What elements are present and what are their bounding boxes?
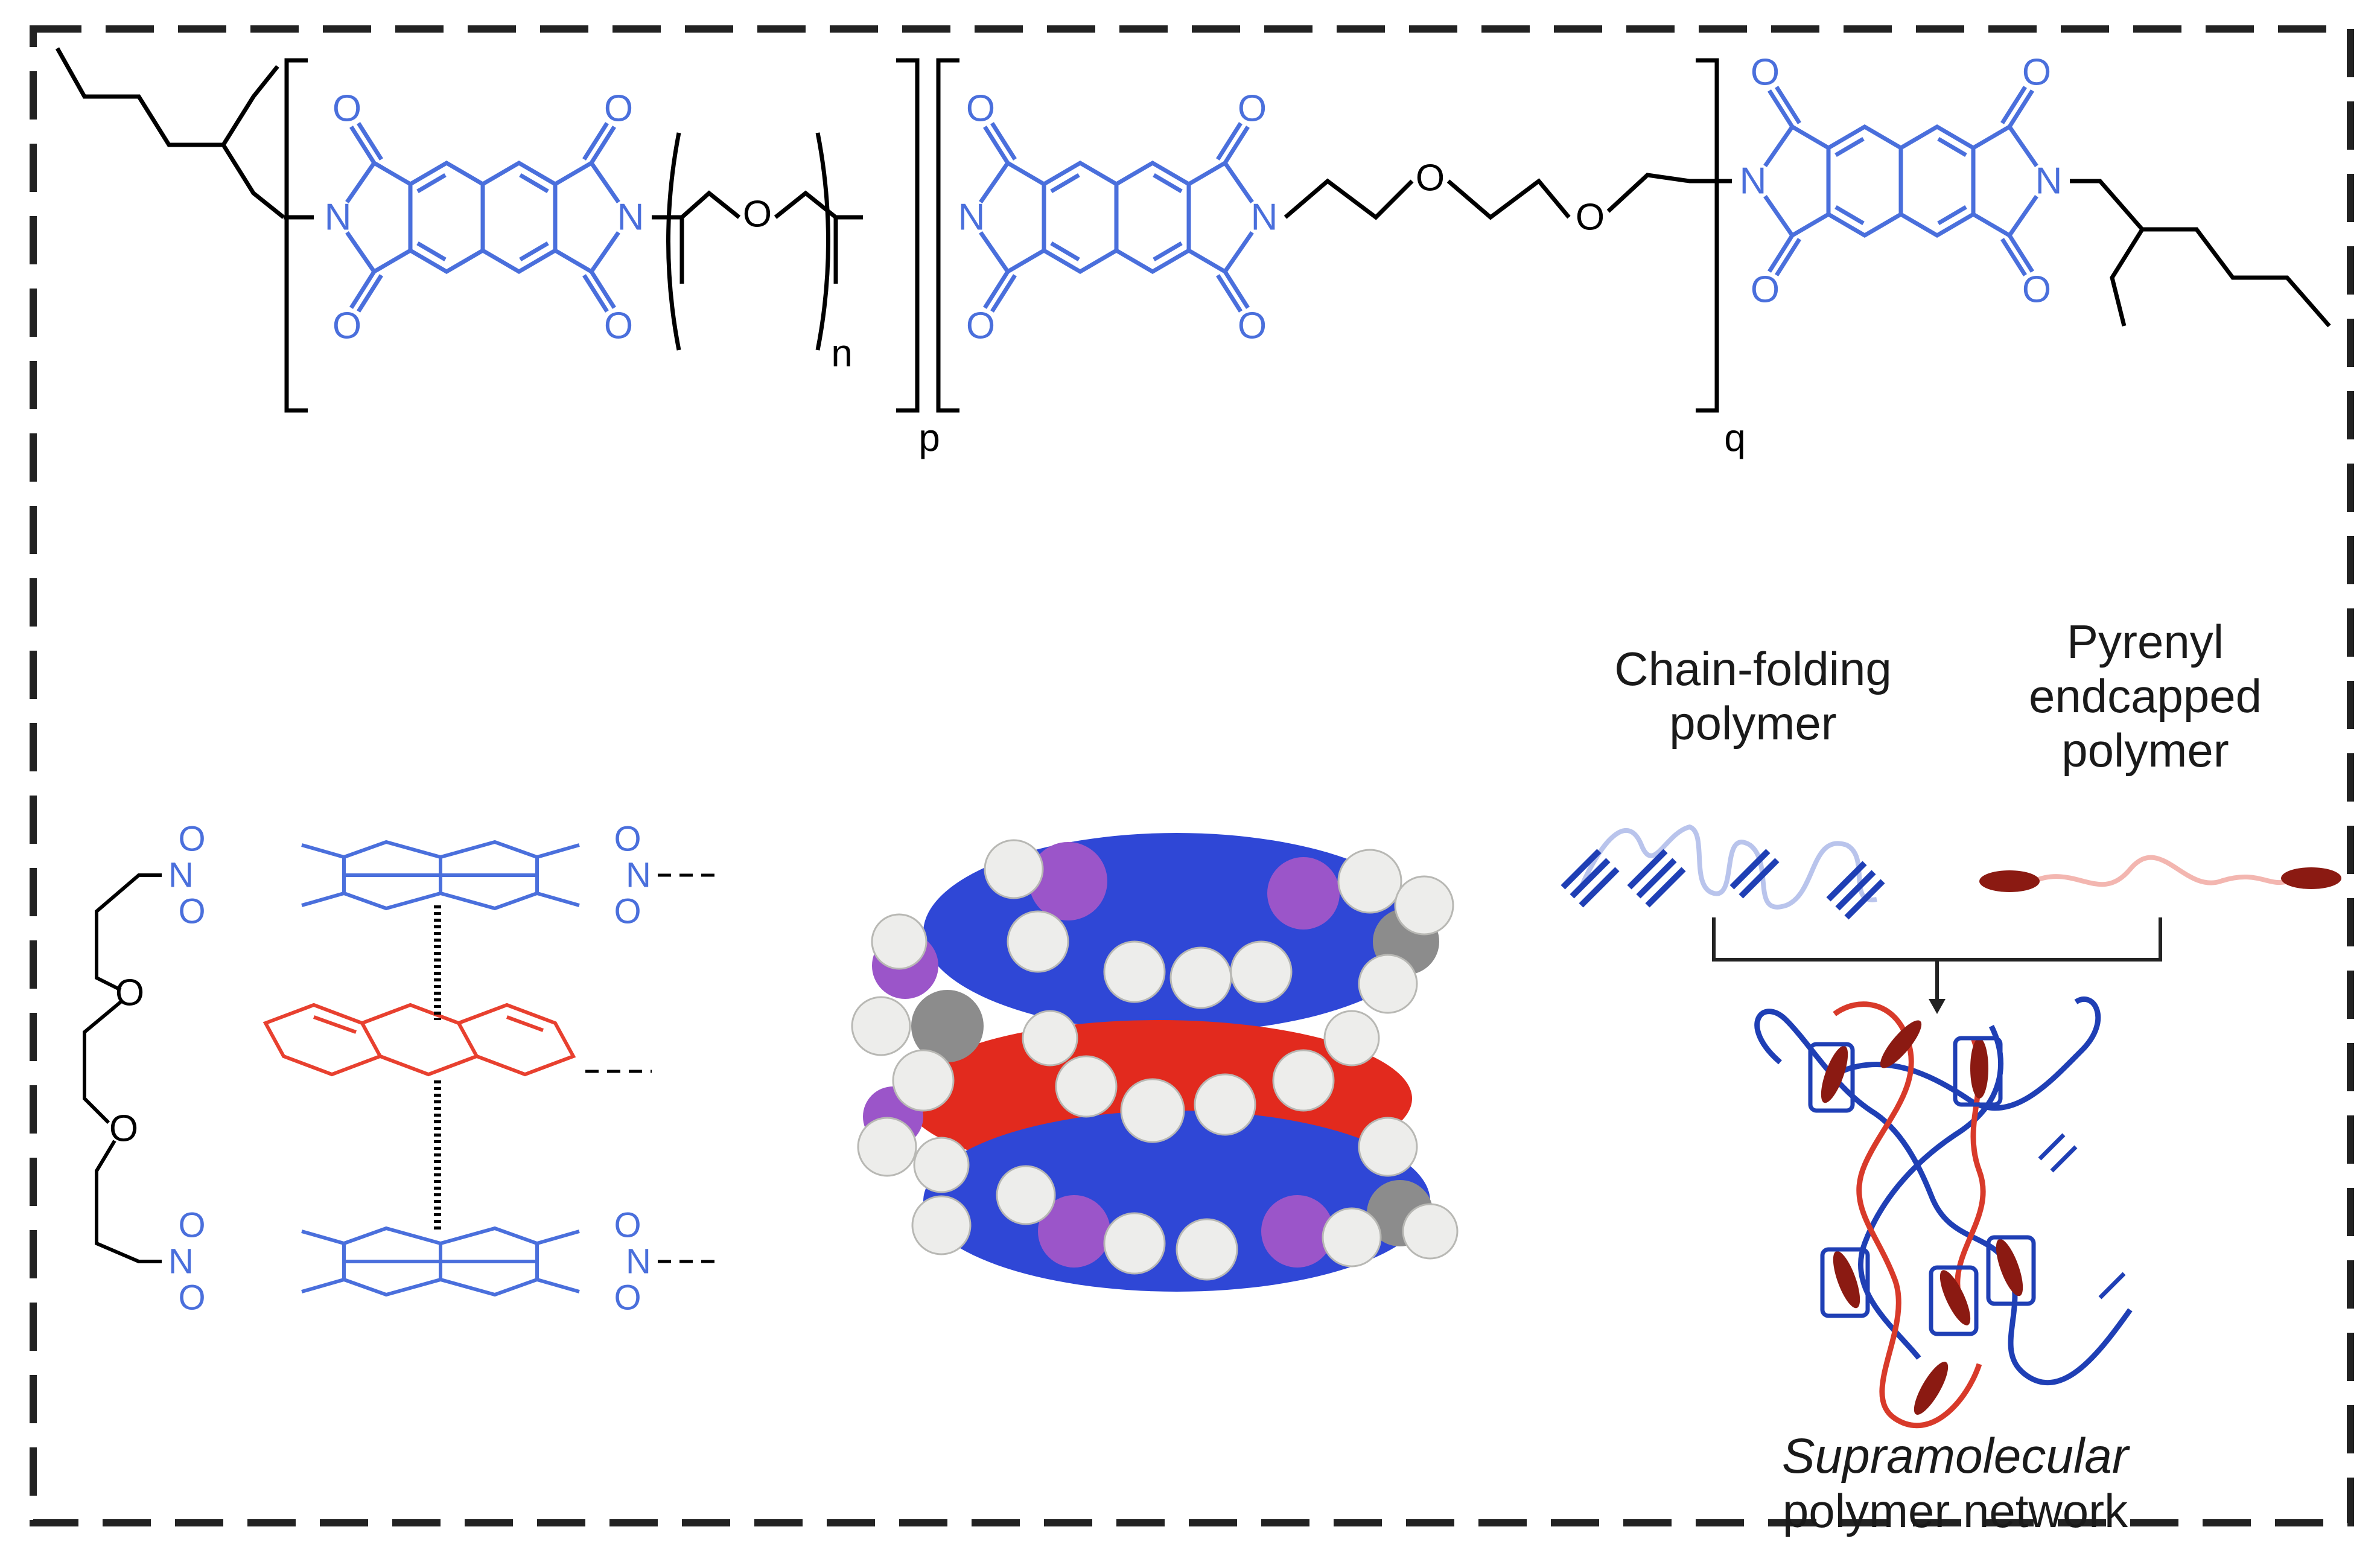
loop-oxygen-1: O	[115, 972, 144, 1014]
ndi2-o3: O	[1238, 88, 1267, 130]
network-schematic: Chain-folding polymer Pyrenyl endcapped …	[1561, 615, 2341, 1537]
linker-oxygen-2: O	[1576, 197, 1605, 238]
lower-left-o1: O	[178, 1206, 205, 1245]
pyrenyl-caps	[1979, 867, 2341, 892]
network-ndi-clusters	[1808, 1036, 2126, 1336]
ndi2-n-left: N	[958, 197, 985, 238]
ndi1-n-left: N	[325, 197, 352, 238]
lower-ndi-flat	[302, 1228, 579, 1295]
subscript-n: n	[831, 331, 853, 375]
upper-right-n: N	[626, 856, 651, 895]
label-network-line1: Supramolecular	[1782, 1429, 2131, 1484]
lower-right-o1: O	[614, 1206, 641, 1245]
pyrenyl-backbone	[2032, 855, 2288, 887]
ndi3-n-right: N	[2035, 161, 2063, 202]
label-pyrenyl-line2: endcapped	[2029, 669, 2262, 722]
ndi2-o4: O	[1238, 305, 1267, 347]
subscript-p: p	[918, 416, 940, 459]
ndi-unit-3	[1765, 87, 2037, 275]
linker-oxygen-1: O	[1416, 158, 1445, 199]
ndi3-o2: O	[1751, 269, 1780, 311]
upper-left-n: N	[168, 856, 194, 895]
network-tangle	[1754, 997, 2133, 1429]
ndi-unit-1	[347, 123, 619, 311]
ndi1-o4: O	[604, 305, 633, 347]
chain-folding-backbone	[1579, 824, 1877, 910]
upper-left-o1: O	[178, 820, 205, 859]
bracket-p-left	[284, 58, 308, 413]
ndi1-n-right: N	[617, 197, 644, 238]
upper-left-o2: O	[178, 892, 205, 931]
lower-right-o2: O	[614, 1278, 641, 1318]
bracket-q-left	[936, 58, 959, 413]
label-chain-folding-line2: polymer	[1669, 697, 1836, 750]
subscript-q: q	[1724, 416, 1746, 459]
ndi2-o1: O	[966, 88, 995, 130]
ndi3-o4: O	[2022, 269, 2051, 311]
peg-oxygen: O	[743, 194, 772, 235]
ndi1-o2: O	[332, 305, 361, 347]
ndi1-o1: O	[332, 88, 361, 130]
pyrene-guest	[262, 1003, 576, 1077]
ndi2-n-right: N	[1251, 197, 1278, 238]
folded-stack-model: O N O O N O O N O O N O O O	[83, 820, 718, 1318]
polymer-structure-formula: N N O O O O O n p q N N O O O O O O	[55, 47, 2331, 459]
ndi2-o2: O	[966, 305, 995, 347]
ndi1-o3: O	[604, 88, 633, 130]
bracket-p-right	[896, 58, 920, 413]
upper-right-o1: O	[614, 820, 641, 859]
ndi-unit-2	[981, 123, 1252, 311]
upper-right-o2: O	[614, 892, 641, 931]
upper-ndi-flat	[302, 842, 579, 908]
merge-bracket	[1712, 917, 2162, 962]
bracket-q-right	[1696, 58, 1719, 413]
ndi3-n-left: N	[1740, 161, 1767, 202]
label-network-line2: polymer network	[1783, 1484, 2128, 1537]
network-pyrenyl-nodes	[1821, 1020, 2023, 1415]
lower-left-o2: O	[178, 1278, 205, 1318]
label-pyrenyl-line3: polymer	[2061, 724, 2229, 777]
dashed-frame	[30, 25, 2354, 1526]
chain-folding-stacks	[1561, 849, 1885, 920]
lower-left-n: N	[168, 1242, 194, 1281]
label-chain-folding-line1: Chain-folding	[1614, 642, 1892, 695]
label-pyrenyl-line1: Pyrenyl	[2067, 615, 2224, 668]
lower-right-n: N	[626, 1242, 651, 1281]
ndi3-o3: O	[2022, 52, 2051, 94]
ndi3-o1: O	[1751, 52, 1780, 94]
space-filling-model	[851, 833, 1459, 1292]
